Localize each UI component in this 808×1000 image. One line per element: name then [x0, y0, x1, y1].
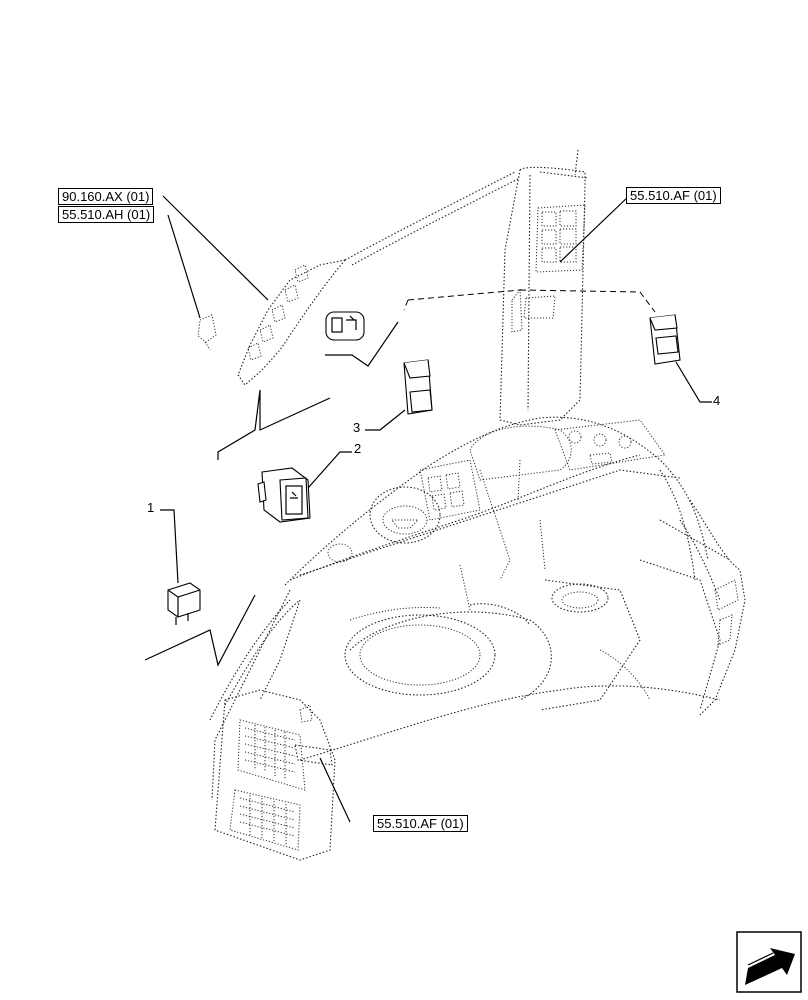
break-lines	[144, 389, 331, 667]
fuse-relay-box	[214, 689, 336, 861]
callout-1: 1	[147, 500, 155, 515]
part-2-switch	[257, 451, 352, 523]
part-4-switch	[403, 289, 712, 403]
reference-leaders	[162, 194, 631, 823]
arrow-next-page-icon[interactable]	[736, 931, 802, 993]
callout-2: 2	[354, 441, 362, 456]
reference-box-55-510-af-bottom[interactable]: 55.510.AF (01)	[373, 815, 468, 832]
harness-connector-strip	[197, 171, 521, 386]
cab-interior-outline	[209, 149, 746, 801]
reference-box-90-160-ax[interactable]: 90.160.AX (01)	[58, 188, 154, 205]
console-controls	[419, 419, 666, 581]
part-1-relay	[160, 509, 201, 625]
callout-4: 4	[713, 393, 721, 408]
reference-box-55-510-ah[interactable]: 55.510.AH (01)	[58, 206, 155, 223]
reference-box-55-510-af-top[interactable]: 55.510.AF (01)	[626, 187, 721, 204]
fuse-rows	[239, 725, 296, 846]
switch-icon-tile	[325, 311, 399, 367]
callout-3: 3	[353, 420, 361, 435]
part-3-switch	[365, 359, 433, 431]
pillar-switch-panel	[511, 204, 586, 333]
